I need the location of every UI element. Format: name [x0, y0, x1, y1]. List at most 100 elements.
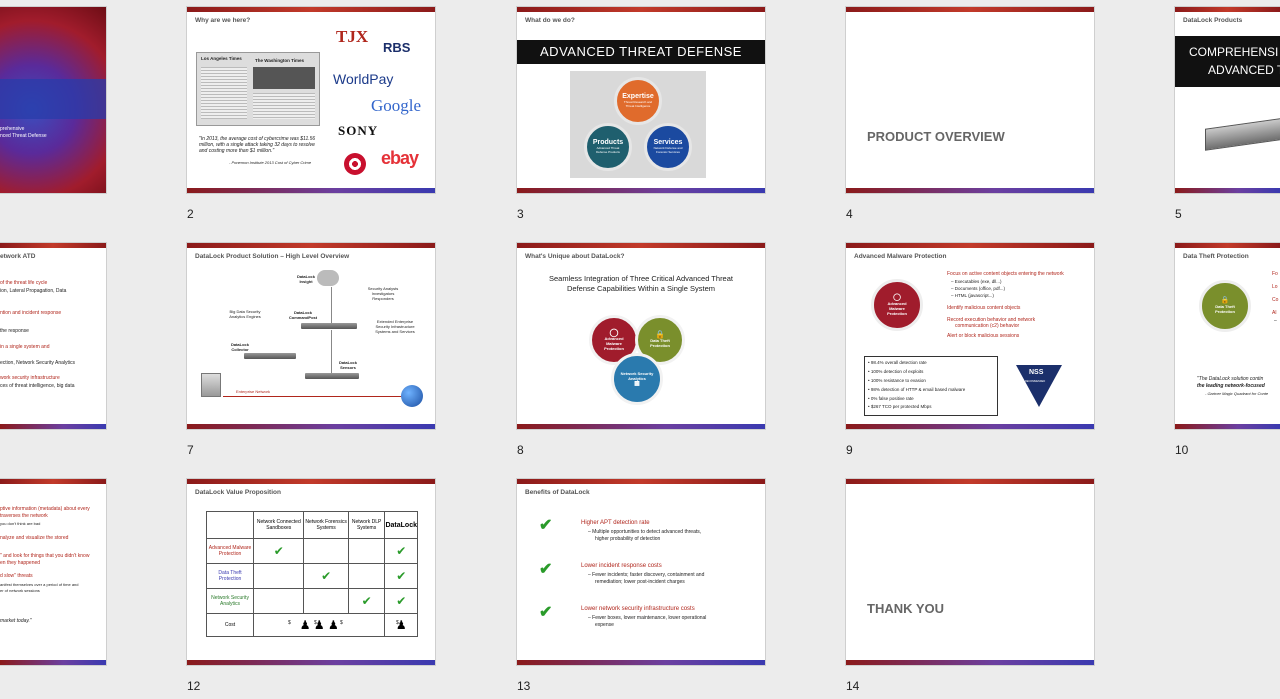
row-header: Advanced Malware Protection [205, 538, 255, 564]
slide-thumb-6[interactable]: etwork ATD of the threat life cycle ion,… [0, 243, 106, 429]
gartner-quote-1: "The DataLock solution contin [1197, 376, 1264, 382]
right-text: Fo [1272, 271, 1278, 277]
collector-server [244, 353, 296, 359]
col-header: Network Connected Sandboxes [253, 511, 305, 539]
theft-label: Data Theft Protection [650, 338, 670, 348]
slide-1-title-band [0, 79, 106, 119]
worldpay-logo: WorldPay [333, 71, 394, 87]
expertise-diagram: Expertise Threat Research and Threat Int… [570, 71, 706, 178]
slide-number-7: 7 [187, 443, 194, 457]
commandpost-label: DataLock CommandPost [288, 310, 318, 320]
stat-line: • 98.4% overall detection rate [868, 360, 927, 365]
theft-circle: 🔒 Data Theft Protection [1199, 280, 1251, 332]
benefit-1-sub2: higher probability of detection [595, 536, 661, 542]
extended-enterprise-label: Extended Enterprise Security Infrastruct… [375, 319, 415, 334]
slide-thumb-3[interactable]: What do we do? ADVANCED THREAT DEFENSE E… [517, 7, 765, 193]
globe-icon [401, 385, 423, 407]
malware-label: Advanced Malware Protection [604, 335, 624, 351]
check-icon: ✔ [539, 517, 553, 534]
slide-thumb-9[interactable]: Advanced Malware Protection ◯ Advanced M… [846, 243, 1094, 429]
slide-3-header: What do we do? [525, 17, 575, 24]
focus-sub: – Executables (exe, dll...) [951, 279, 1002, 284]
slide-12-header: DataLock Value Proposition [195, 489, 281, 496]
newspaper-washington-times: The Washington Times [255, 58, 305, 63]
slide-5-caption-line1: COMPREHENSI [1189, 45, 1279, 59]
slide-top-bar [187, 7, 435, 12]
slide-6-line: of the threat life cycle [0, 280, 48, 286]
benefit-2-sub1: – Fewer incidents; faster discovery, con… [588, 572, 705, 578]
slide-5-header: DataLock Products [1183, 17, 1243, 24]
slide-number-2: 2 [187, 207, 194, 221]
slide-bottom-bar [1175, 188, 1280, 193]
check-icon: ✔ [384, 588, 418, 614]
cybercrime-quote: "In 2013, the average cost of cybercrime… [199, 136, 316, 154]
col-header-datalock: DataLock [384, 511, 418, 539]
person-icon: ♟ [328, 618, 339, 632]
theft-circle-label: Data Theft Protection [1215, 304, 1235, 314]
gartner-source: - Gartner Magic Quadrant for Conte [1205, 391, 1269, 396]
slide-number-8: 8 [517, 443, 524, 457]
slide-thumb-5[interactable]: DataLock Products COMPREHENSI ADVANCED T [1175, 7, 1280, 193]
services-circle: Services Network Defense and Forensic Se… [644, 123, 692, 171]
right-text: – [1274, 318, 1277, 324]
row-header: Data Theft Protection [205, 563, 255, 589]
slide-thumb-12[interactable]: DataLock Value Proposition Network Conne… [187, 479, 435, 665]
analysts-label: Security Analysts Investigators Responde… [367, 286, 399, 301]
person-icon: ♟ [299, 618, 311, 632]
slide-thumb-4[interactable]: PRODUCT OVERVIEW [846, 7, 1094, 193]
slide-6-line: work security infrastructure [0, 375, 60, 381]
products-label: Products [592, 139, 624, 146]
nss-badge-label: NSS [1029, 369, 1044, 376]
slide-thumb-8[interactable]: What's Unique about DataLock? Seamless I… [517, 243, 765, 429]
slide-top-bar [517, 7, 765, 12]
slide-3-caption: ADVANCED THREAT DEFENSE [517, 40, 765, 64]
slide-top-bar [517, 243, 765, 248]
benefit-1-title: Higher APT detection rate [581, 520, 650, 526]
slide-thumb-10[interactable]: Data Theft Protection 🔒 Data Theft Prote… [1175, 243, 1280, 429]
dollar-sign: $ [288, 620, 291, 626]
dollar-sign: $ [396, 620, 399, 626]
table-cell [303, 538, 349, 564]
slide-number-14: 14 [846, 679, 860, 693]
slide-top-bar [846, 479, 1094, 484]
slide-6-line: ces of threat intelligence, big data [0, 383, 75, 389]
lock-icon: 🔒 [1220, 297, 1230, 304]
slide-bottom-bar [1175, 424, 1280, 429]
benefit-2-sub2: remediation; lower post-incident charges [595, 579, 685, 585]
expertise-label: Expertise [622, 93, 654, 100]
record-line-2: communication (c2) behavior [955, 323, 1020, 329]
slide-number-3: 3 [517, 207, 524, 221]
slide-thumb-1[interactable]: prehensive nced Threat Defense [0, 7, 106, 193]
slide-thumb-2[interactable]: Why are we here? Los Angeles Times The W… [187, 7, 435, 193]
slide-11-line: nalyze and visualize the stored [0, 535, 69, 541]
slide-bottom-bar [517, 660, 765, 665]
slide-6-line: ion, Lateral Propagation, Data [0, 288, 67, 294]
slide-bottom-bar [0, 660, 106, 665]
table-cell [303, 588, 349, 614]
tjx-logo: TJX [336, 27, 369, 46]
slide-thumb-14[interactable]: THANK YOU [846, 479, 1094, 665]
quote-source: - Ponemon Institute 2013 Cost of Cyber C… [229, 160, 312, 165]
row-header: Network Security Analytics [205, 588, 255, 614]
slide-top-bar [0, 479, 106, 484]
malware-circle-label: Advanced Malware Protection [887, 300, 907, 316]
insight-label: DataLock Insight [296, 274, 315, 284]
check-icon: ✔ [539, 604, 553, 621]
slide-1-title-line2: nced Threat Defense [0, 133, 47, 139]
slide-thumb-13[interactable]: Benefits of DataLock ✔ Higher APT detect… [517, 479, 765, 665]
slide-11-line: en they happened [0, 560, 41, 566]
enterprise-network-line [223, 396, 417, 397]
malware-circle: ◯ Advanced Malware Protection [871, 279, 923, 331]
right-text: Lo [1272, 284, 1278, 290]
benefit-3-sub2: expense [595, 622, 614, 628]
slide-6-line: in a single system and [0, 344, 50, 350]
shield-icon: ◯ [609, 327, 619, 337]
slide-thumb-11[interactable]: ptive information (metadata) about every… [0, 479, 106, 665]
theft-circle: 🔒 Data Theft Protection [635, 315, 685, 365]
google-logo: Google [371, 96, 422, 115]
slide-thumb-7[interactable]: DataLock Product Solution – High Level O… [187, 243, 435, 429]
cloud-icon [317, 270, 339, 286]
slide-bottom-bar [0, 424, 106, 429]
slide-11-line: d slow" threats [0, 573, 33, 579]
sony-logo: SONY [338, 123, 379, 138]
